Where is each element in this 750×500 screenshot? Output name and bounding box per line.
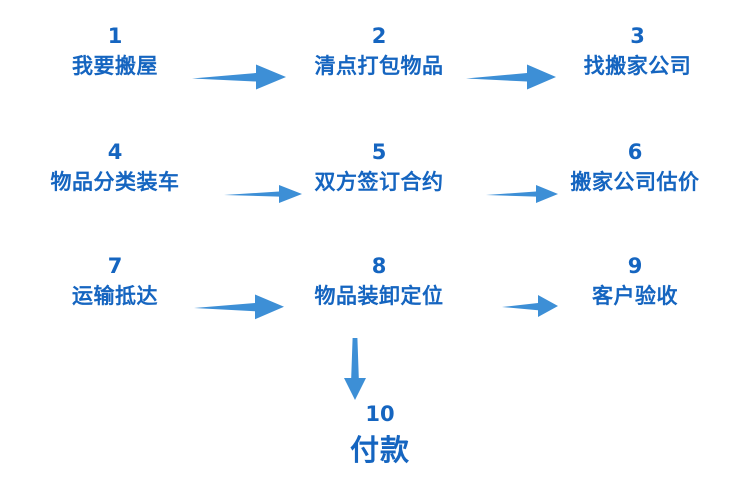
step-node-8[interactable]: 8 物品装卸定位 [264, 256, 494, 307]
step-label-2: 清点打包物品 [314, 54, 444, 78]
step-label-5: 双方签订合约 [314, 170, 444, 194]
step-node-2[interactable]: 2 清点打包物品 [264, 26, 494, 77]
step-label-7: 运输抵达 [72, 284, 158, 308]
arrow-8-to-9-icon [502, 292, 558, 320]
arrow-7-to-8-icon [194, 292, 284, 322]
step-number-5: 5 [371, 140, 387, 164]
step-number-1: 1 [107, 24, 123, 48]
step-node-6[interactable]: 6 搬家公司估价 [520, 142, 750, 193]
step-number-3: 3 [630, 24, 645, 48]
step-number-10: 10 [365, 402, 395, 426]
step-label-6: 搬家公司估价 [570, 170, 700, 194]
arrow-4-to-5-icon [224, 182, 302, 206]
step-number-8: 8 [371, 254, 387, 278]
arrow-2-to-3-icon [466, 62, 556, 92]
step-number-2: 2 [371, 24, 387, 48]
step-node-7[interactable]: 7 运输抵达 [0, 256, 230, 307]
step-number-4: 4 [107, 140, 123, 164]
step-node-3[interactable]: 3 找搬家公司 [525, 26, 750, 77]
step-label-1: 我要搬屋 [72, 54, 158, 78]
step-label-4: 物品分类装车 [50, 170, 180, 194]
step-node-10[interactable]: 10 付款 [265, 404, 495, 465]
step-node-9[interactable]: 9 客户验收 [520, 256, 750, 307]
step-label-9: 客户验收 [592, 284, 678, 308]
step-node-5[interactable]: 5 双方签订合约 [264, 142, 494, 193]
step-label-8: 物品装卸定位 [314, 284, 444, 308]
arrow-8-to-10-icon [340, 338, 370, 400]
step-node-1[interactable]: 1 我要搬屋 [0, 26, 230, 77]
step-number-7: 7 [107, 254, 123, 278]
step-label-3: 找搬家公司 [583, 54, 692, 78]
arrow-5-to-6-icon [486, 182, 558, 206]
step-label-10: 付款 [349, 433, 410, 467]
step-node-4[interactable]: 4 物品分类装车 [0, 142, 230, 193]
step-number-9: 9 [627, 254, 643, 278]
step-number-6: 6 [627, 140, 643, 164]
arrow-1-to-2-icon [192, 62, 286, 92]
